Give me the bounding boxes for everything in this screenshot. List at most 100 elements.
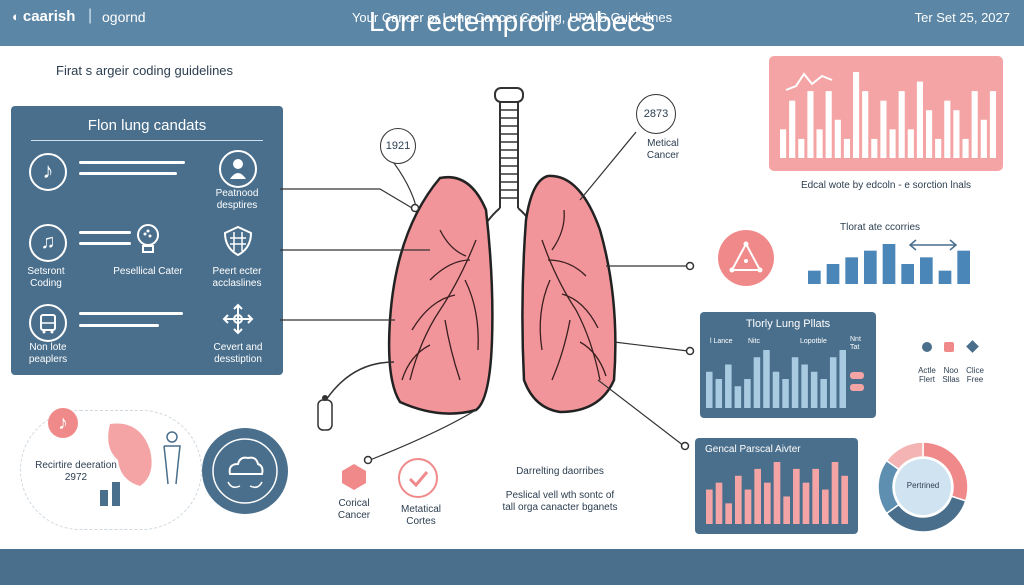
icon-label: Actle Flert xyxy=(918,366,936,384)
parscal-bar-chart xyxy=(706,462,848,524)
donut-label: Pertrined xyxy=(906,481,940,490)
top-right-bar-chart xyxy=(780,72,996,158)
bar xyxy=(953,110,960,158)
bar xyxy=(864,250,877,284)
year-callout-left: 1921 xyxy=(380,128,416,164)
bar xyxy=(841,475,848,524)
row1-right-label: Peatnood desptires xyxy=(215,188,259,211)
col-header: Nitc xyxy=(748,338,761,345)
icon-label: Noo Sllas xyxy=(942,366,960,384)
bar xyxy=(880,100,887,158)
cortical-cancer-label: Corical Cancer xyxy=(337,498,371,521)
bar xyxy=(816,129,823,158)
bar xyxy=(763,350,770,408)
bar xyxy=(782,379,789,408)
bar xyxy=(920,257,933,284)
dashed-outline xyxy=(20,410,202,530)
donut-center xyxy=(895,459,951,515)
bar xyxy=(754,468,761,524)
footer-bar xyxy=(0,549,1024,585)
mini-bar xyxy=(100,490,108,506)
bar xyxy=(845,257,858,284)
year-callout-right: 2873 xyxy=(636,94,676,134)
bar xyxy=(820,379,827,408)
bar xyxy=(773,462,781,524)
row3-right-label: Cevert and desstiption xyxy=(213,342,263,365)
bar xyxy=(791,357,799,408)
bar xyxy=(744,379,751,408)
bar xyxy=(715,379,723,408)
text-line xyxy=(79,242,131,245)
donut-slice xyxy=(885,441,924,471)
bar xyxy=(882,244,896,284)
footer-sub: ogornd xyxy=(102,9,146,25)
footer-separator: | xyxy=(88,7,93,24)
bar xyxy=(989,91,996,158)
bar xyxy=(829,357,837,408)
bar xyxy=(944,100,951,158)
move-arrows-icon xyxy=(221,302,255,336)
shield-icon xyxy=(221,224,255,258)
text-line xyxy=(79,172,177,175)
bar xyxy=(957,250,970,284)
footer-brand: ◐caarish xyxy=(12,8,75,25)
lungs-illustration xyxy=(280,87,695,465)
text-line xyxy=(79,161,185,164)
music-note-icon: ♪ xyxy=(48,408,78,438)
lower-left-label: Recirtire deeration 2972 xyxy=(35,460,117,483)
bar xyxy=(834,119,841,158)
row2-mid-label: Pesellical Cater xyxy=(113,266,183,277)
bar xyxy=(793,468,800,524)
bar xyxy=(901,264,914,284)
bar xyxy=(808,270,821,284)
mini-bar xyxy=(112,482,120,506)
text-line xyxy=(79,231,131,234)
bar xyxy=(822,489,829,524)
person-figure-icon xyxy=(163,431,181,485)
footer-date: Ter Set 25, 2027 xyxy=(914,10,1010,25)
bar xyxy=(764,482,771,524)
bar xyxy=(807,91,814,158)
bar xyxy=(772,371,780,408)
trend-label: Tlorat ate ccorries xyxy=(839,222,921,233)
bar xyxy=(839,350,846,408)
metatical-cortes-label: Metatical Cortes xyxy=(400,504,441,527)
note-icon: ♫ xyxy=(29,224,67,262)
donut-chart xyxy=(877,441,969,533)
bar xyxy=(871,138,878,158)
row2-left-label: Setsront Coding xyxy=(27,266,65,289)
header-bar xyxy=(0,0,1024,46)
icon-label: Clice Free xyxy=(966,366,984,384)
bar xyxy=(907,129,914,158)
bar xyxy=(980,119,987,158)
music-note-icon: ♪ xyxy=(29,153,67,191)
bar xyxy=(812,468,819,524)
diamond-icon xyxy=(966,340,979,353)
lightbulb-icon xyxy=(133,222,163,258)
bar xyxy=(826,264,840,284)
footer-tagline: Your Cancer or Lung Cancer Coding, UPAIS… xyxy=(351,10,673,25)
bar xyxy=(802,482,810,524)
lung-shape-icon xyxy=(108,423,152,486)
bar xyxy=(706,489,713,524)
bar xyxy=(916,81,923,158)
bar xyxy=(898,91,905,158)
bus-icon xyxy=(29,304,67,342)
square-icon xyxy=(944,342,954,352)
row2-right-label: Peert ecter acclaslines xyxy=(212,266,262,289)
trend-line-icon xyxy=(785,72,833,91)
text-line xyxy=(79,312,183,315)
dot-icon xyxy=(922,342,932,352)
logo-icon: ◐ xyxy=(12,9,20,24)
trend-bar-chart xyxy=(808,244,970,284)
cloud-badge xyxy=(202,428,288,514)
col-header: Nnt Tat xyxy=(850,336,861,351)
bar xyxy=(889,129,896,158)
col-header: Lopotble xyxy=(800,338,827,345)
bar xyxy=(789,100,796,158)
note-title: Darrelting daorribes xyxy=(516,466,604,477)
bar xyxy=(831,462,839,524)
bar xyxy=(843,138,850,158)
row3-left-label: Non lote peaplers xyxy=(28,342,68,365)
checkmark-icon xyxy=(398,458,438,498)
